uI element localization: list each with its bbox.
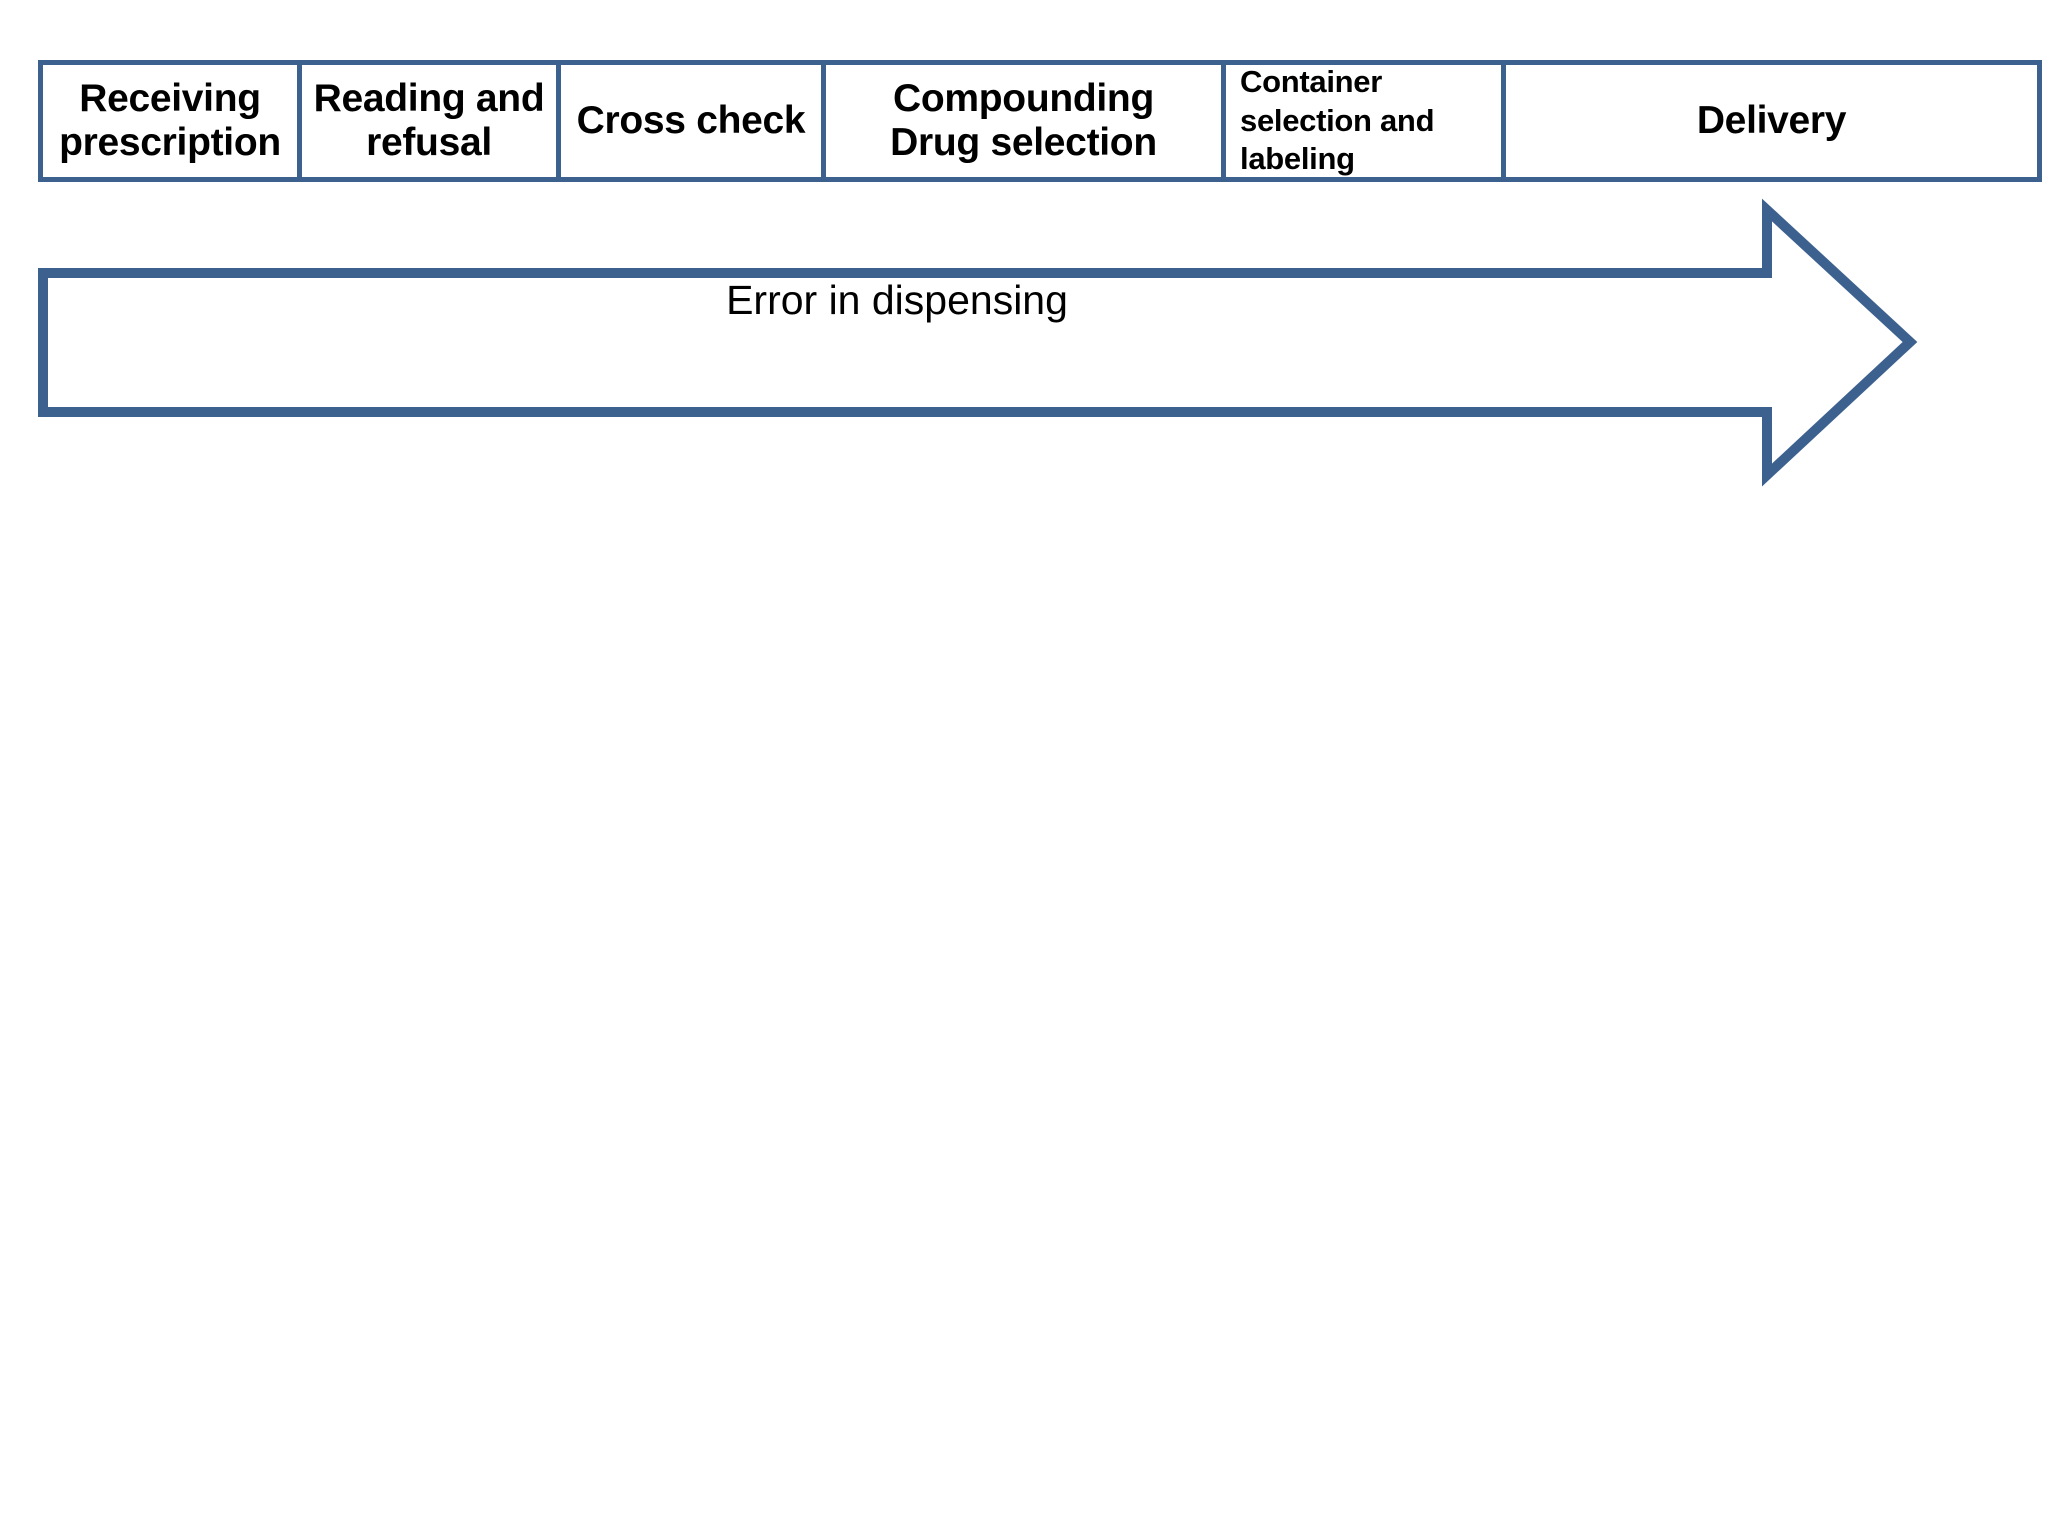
stage-label-container-selection-and-labeling: Container selection and labeling	[1240, 65, 1435, 177]
stage-box-delivery[interactable]: Delivery	[1506, 65, 2037, 177]
stage-label-reading-and-refusal: Reading and refusal	[313, 76, 545, 164]
process-stage-row: Receiving prescription Reading and refus…	[38, 60, 2042, 182]
stage-label-delivery: Delivery	[1696, 98, 1847, 142]
stage-box-container-selection-and-labeling[interactable]: Container selection and labeling	[1226, 65, 1506, 177]
right-arrow-icon	[38, 198, 1918, 487]
stage-label-compounding-drug-selection: Compounding Drug selection	[890, 76, 1157, 164]
stage-label-receiving-prescription: Receiving prescription	[59, 76, 281, 164]
stage-label-cross-check: Cross check	[576, 98, 806, 142]
stage-box-reading-and-refusal[interactable]: Reading and refusal	[302, 65, 561, 177]
stage-box-cross-check[interactable]: Cross check	[561, 65, 826, 177]
error-in-dispensing-arrow[interactable]: Error in dispensing	[38, 198, 1918, 487]
stage-box-compounding-drug-selection[interactable]: Compounding Drug selection	[826, 65, 1226, 177]
stage-box-receiving-prescription[interactable]: Receiving prescription	[43, 65, 302, 177]
